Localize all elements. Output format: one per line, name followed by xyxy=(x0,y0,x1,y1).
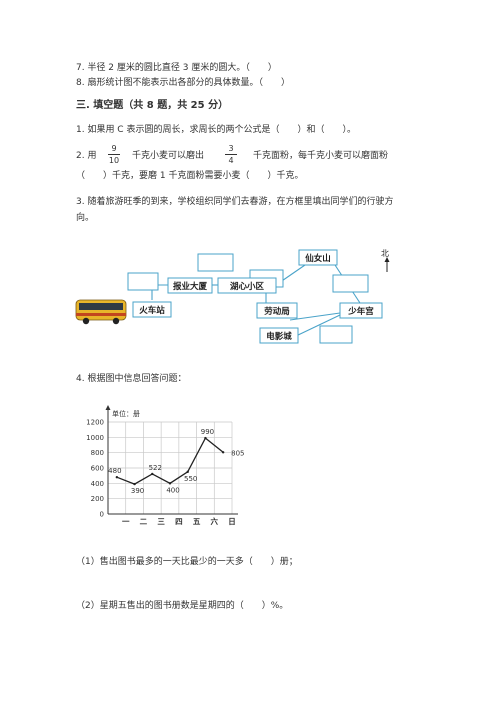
data-point xyxy=(186,470,189,474)
fill-question-2-mid: 千克小麦可以磨出 xyxy=(132,151,205,161)
fill-question-3-cont: 向。 xyxy=(76,213,95,223)
place-boxes xyxy=(132,249,383,344)
data-label: 550 xyxy=(184,475,197,483)
fraction-bar xyxy=(108,154,120,155)
data-label: 990 xyxy=(201,428,214,436)
data-point xyxy=(204,436,207,440)
fill-question-4: 4. 根据图中信息回答问题： xyxy=(76,374,187,384)
north-indicator: 北 xyxy=(381,249,390,272)
place-labels: 火车站 报业大厦 湖心小区 仙女山 劳动局 少年宫 电影城 xyxy=(139,253,374,342)
bus-wheel-front xyxy=(112,317,120,325)
place-box-train-station xyxy=(132,301,172,318)
x-tick-label: 四 xyxy=(175,517,183,526)
label-labor: 劳动局 xyxy=(264,306,290,317)
data-point xyxy=(168,482,172,485)
y-tick-label: 0 xyxy=(100,511,104,519)
label-train-station: 火车站 xyxy=(139,305,165,316)
fraction-bar xyxy=(225,154,237,155)
data-label: 400 xyxy=(166,486,179,494)
fraction-numerator: 3 xyxy=(228,144,234,153)
fill-question-2-end: 千克面粉，每千克小麦可以磨面粉 xyxy=(253,151,389,161)
place-box-huxin xyxy=(217,277,277,294)
series-line xyxy=(116,437,224,485)
bus-stripe xyxy=(76,313,126,316)
y-tick-label: 200 xyxy=(91,495,104,503)
place-box-xiannv xyxy=(298,249,338,266)
y-axis-arrow-icon xyxy=(105,405,111,410)
fill-question-2-second-line: （ ）千克，要磨 1 千克面粉需要小麦（ ）千克。 xyxy=(76,171,304,181)
fill-question-1: 1. 如果用 C 表示圆的周长，求周长的两个公式是（ ）和（ ）。 xyxy=(76,125,356,135)
line-chart: 0 200 400 600 800 1000 1200 单位：册一 二三 四 五 六日 480 390 52… xyxy=(86,405,245,526)
x-tick-label: 二 xyxy=(140,517,148,526)
data-label: 805 xyxy=(231,449,244,457)
label-xiannv: 仙女山 xyxy=(305,253,331,264)
label-youth: 少年宫 xyxy=(347,306,374,317)
fraction-numerator: 9 xyxy=(111,144,117,153)
fill-question-3: 3. 随着旅游旺季的到来，学校组织同学们去春游，在方框里填出同学们的行驶方 xyxy=(76,197,394,207)
fraction-denominator: 10 xyxy=(108,156,120,165)
north-arrow-icon xyxy=(384,257,390,262)
place-box-youth xyxy=(339,302,383,319)
fill-question-2-start: 2. 用 xyxy=(76,151,97,161)
data-point xyxy=(133,482,136,486)
label-baoye: 报业大厦 xyxy=(173,281,208,292)
place-box-cinema xyxy=(259,327,299,344)
y-tick-label: 600 xyxy=(91,465,104,473)
x-tick-label: 三 xyxy=(157,517,165,526)
place-box-baoye xyxy=(167,277,213,294)
y-tick-label: 1200 xyxy=(86,419,104,427)
answer-boxes[interactable] xyxy=(127,253,369,344)
data-point xyxy=(115,476,119,479)
data-label: 480 xyxy=(108,467,121,475)
y-tick-label: 400 xyxy=(91,480,104,488)
fraction-9-10: 9 10 xyxy=(108,144,120,165)
x-tick-label: 五 xyxy=(193,517,201,526)
fraction-denominator: 4 xyxy=(228,156,234,165)
question-7: 7. 半径 2 厘米的圆比直径 3 厘米的圆大。（ ） xyxy=(76,63,277,73)
data-label: 390 xyxy=(131,487,144,495)
direction-box-1[interactable] xyxy=(127,272,159,291)
direction-box-5[interactable] xyxy=(319,325,353,344)
data-label: 522 xyxy=(149,464,162,472)
bus-windows xyxy=(79,303,123,310)
y-axis-unit-label: 单位：册 xyxy=(112,409,140,418)
direction-box-2[interactable] xyxy=(197,253,234,272)
fraction-3-4: 3 4 xyxy=(225,144,237,165)
question-8: 8. 扇形统计图不能表示出各部分的具体数量。（ ） xyxy=(76,78,290,88)
x-tick-label: 一 xyxy=(122,517,130,526)
x-tick-label: 日 xyxy=(228,517,236,526)
road-cinema-youth xyxy=(295,314,341,337)
x-tick-label: 六 xyxy=(211,516,219,526)
bus-wheel-rear xyxy=(82,317,90,325)
y-tick-label: 800 xyxy=(91,449,104,457)
sub-question-2: （2）星期五售出的图书册数是星期四的（ ）%。 xyxy=(76,601,289,611)
data-point xyxy=(221,451,225,454)
section-3-title: 三. 填空题（共 8 题，共 25 分） xyxy=(76,100,229,111)
label-huxin: 湖心小区 xyxy=(230,281,265,292)
direction-box-4[interactable] xyxy=(332,274,369,293)
data-point xyxy=(151,472,154,476)
y-tick-label: 1000 xyxy=(86,434,104,442)
sub-question-1: （1）售出图书最多的一天比最少的一天多（ ）册； xyxy=(76,557,298,567)
road-labor-youth xyxy=(289,312,341,321)
label-cinema: 电影城 xyxy=(266,331,292,342)
bus-icon xyxy=(75,299,127,325)
north-label: 北 xyxy=(381,249,389,258)
place-box-labor xyxy=(256,302,298,319)
